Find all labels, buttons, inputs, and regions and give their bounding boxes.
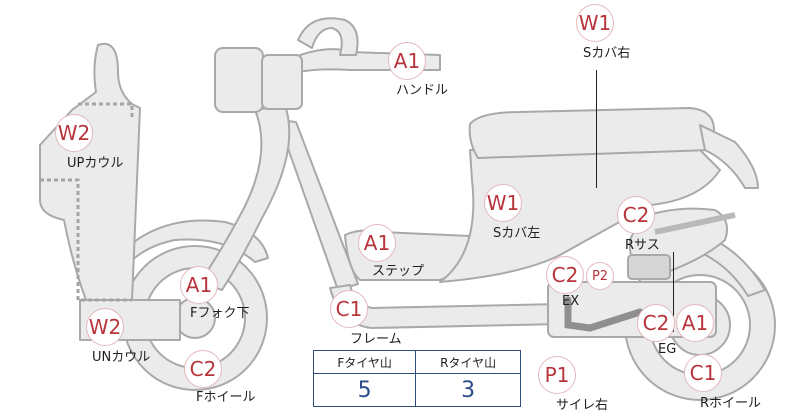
- leader-sideright: [596, 70, 597, 188]
- badge-p1-silencer: P1: [538, 356, 576, 394]
- headlight: [214, 47, 264, 113]
- label-c1-rwheel: Rホイール: [700, 396, 762, 411]
- label-w2-un: UNカウル: [92, 350, 151, 365]
- tread-value-row: 5 3: [312, 373, 521, 407]
- shock-spring: [654, 212, 736, 235]
- front-cowl: [39, 42, 141, 301]
- badge-a1-ffork: A1: [180, 266, 218, 304]
- badge-a1-eg: A1: [676, 304, 714, 342]
- badge-w2-up: W2: [55, 114, 93, 152]
- badge-c2-fwheel: C2: [184, 350, 222, 388]
- rear-tread-header: Rタイヤ山: [415, 350, 521, 374]
- front-fender: [107, 219, 269, 279]
- badge-c2-eg: C2: [637, 304, 675, 342]
- leader-rsus: [673, 252, 674, 332]
- cowl-seam-mid: [40, 178, 132, 302]
- frame-tube: [277, 119, 359, 291]
- badge-w2-un: W2: [86, 308, 124, 346]
- label-c1-frame: フレーム: [350, 332, 402, 347]
- cowl-seam-top: [78, 102, 134, 120]
- badge-c1-rwheel: C1: [684, 354, 722, 392]
- mirror-stem: [297, 17, 359, 56]
- label-w1-right: Sカバ右: [583, 46, 631, 61]
- steering-column: [199, 104, 291, 291]
- badge-a1-handle: A1: [388, 42, 426, 80]
- label-c2-eg: EG: [658, 342, 677, 357]
- label-c2-fwheel: Fホイール: [196, 390, 256, 405]
- badge-c2-rsus: C2: [617, 196, 655, 234]
- badge-c1-frame: C1: [330, 290, 368, 328]
- exhaust-pipe: [564, 296, 644, 332]
- headlight-collar: [261, 54, 303, 110]
- side-cover: [439, 139, 721, 283]
- badge-p2-ex: P2: [586, 262, 614, 290]
- label-a1-handle: ハンドル: [396, 83, 449, 98]
- tire-tread-table: Fタイヤ山 Rタイヤ山 5 3: [312, 350, 521, 407]
- badge-a1-step: A1: [358, 224, 396, 262]
- silencer: [627, 254, 671, 280]
- label-p1-silencer: サイレ右: [556, 398, 609, 413]
- label-w2-up: UPカウル: [67, 156, 124, 171]
- badge-w1-left: W1: [484, 184, 522, 222]
- label-c2-rsus: Rサス: [625, 238, 660, 253]
- tread-header-row: Fタイヤ山 Rタイヤ山: [312, 350, 521, 374]
- rear-tread-value: 3: [415, 373, 521, 407]
- label-a1-step: ステップ: [372, 264, 425, 279]
- front-tread-header: Fタイヤ山: [312, 350, 417, 374]
- seat: [468, 107, 715, 159]
- label-c2-ex: EX: [562, 294, 580, 309]
- tail: [699, 124, 759, 189]
- front-tread-value: 5: [312, 373, 417, 407]
- badge-c2-ex: C2: [546, 256, 584, 294]
- badge-w1-right: W1: [576, 4, 614, 42]
- label-w1-left: Sカバ左: [493, 226, 541, 241]
- label-a1-ffork: Fフォク下: [190, 306, 250, 321]
